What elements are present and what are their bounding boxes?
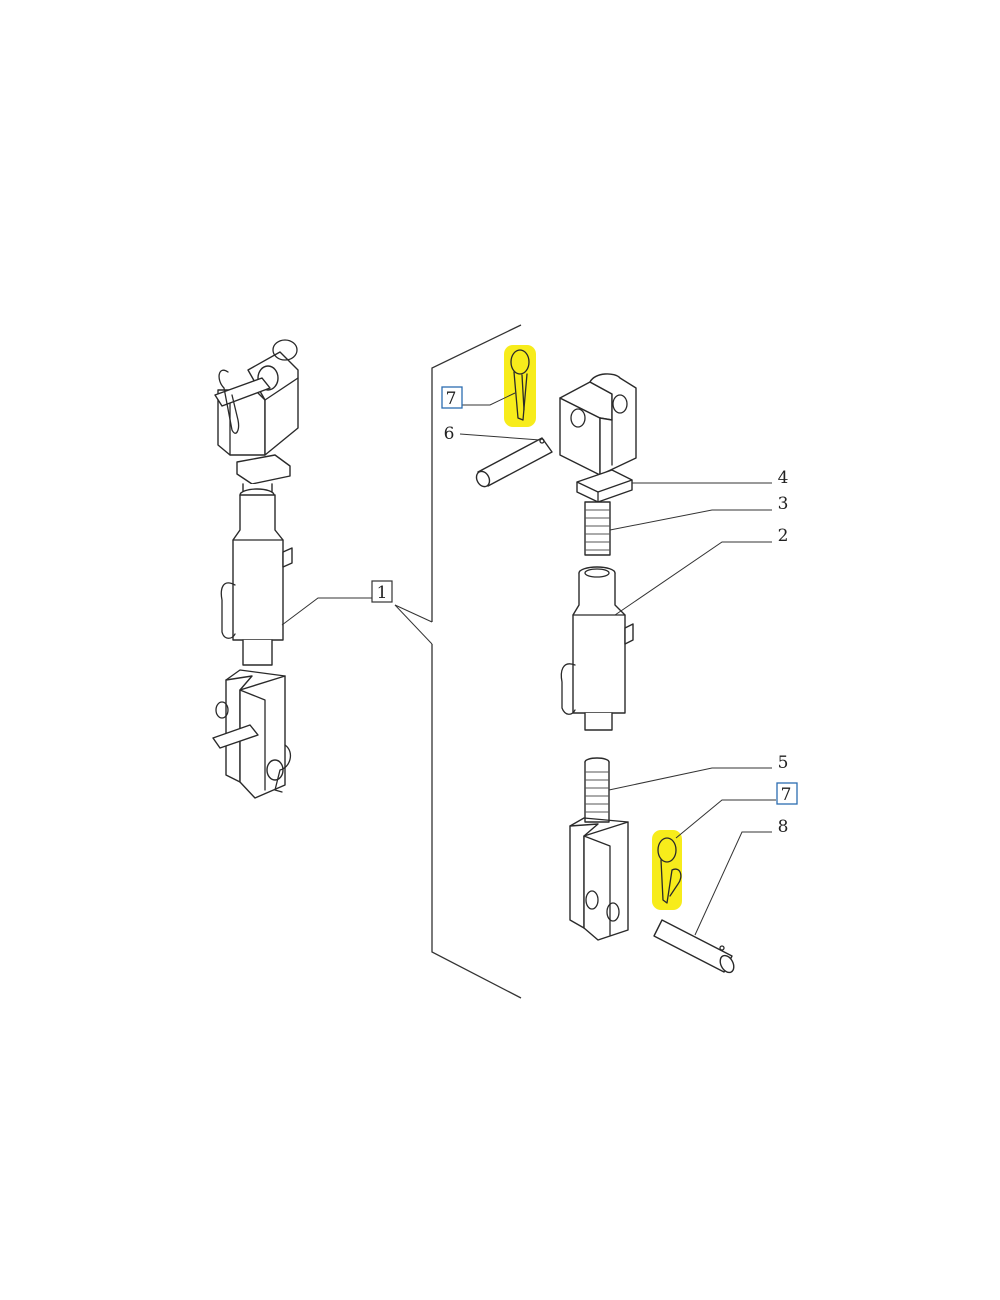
exploded-nut [576, 469, 633, 503]
callout-4: 4 [632, 468, 788, 488]
callout-2: 2 [614, 526, 789, 616]
upper-pin [475, 437, 553, 488]
highlight-upper-clip [504, 345, 536, 427]
callout-7-upper: 7 [441, 386, 516, 409]
svg-text:7: 7 [446, 389, 457, 409]
exploded-upper-clevis [559, 373, 637, 476]
svg-text:4: 4 [778, 468, 789, 488]
assembled-body [220, 488, 293, 666]
exploded-body [560, 566, 634, 731]
svg-text:8: 8 [778, 817, 789, 837]
exploded-view-bracket [394, 324, 522, 999]
svg-text:7: 7 [781, 785, 792, 805]
exploded-lower-stud [584, 757, 610, 823]
svg-text:3: 3 [778, 494, 789, 514]
callout-3: 3 [609, 494, 789, 531]
svg-text:2: 2 [778, 526, 789, 546]
assembled-upper-clevis [214, 339, 299, 456]
assembled-nut [236, 454, 291, 485]
exploded-stud [584, 501, 611, 556]
callout-7-lower: 7 [675, 782, 798, 839]
callout-8: 8 [694, 817, 789, 936]
svg-text:5: 5 [778, 753, 789, 773]
lower-r-clip [657, 837, 682, 904]
callout-5: 5 [608, 753, 789, 791]
svg-text:6: 6 [444, 424, 455, 444]
assembled-top-link [212, 339, 299, 799]
callout-6: 6 [444, 424, 541, 444]
lower-pin [653, 919, 735, 974]
svg-text:1: 1 [377, 583, 388, 603]
assembled-lower-clevis [212, 669, 292, 799]
upper-r-clip [510, 349, 530, 421]
callout-1: 1 [281, 580, 393, 626]
exploded-lower-clevis [569, 817, 629, 941]
